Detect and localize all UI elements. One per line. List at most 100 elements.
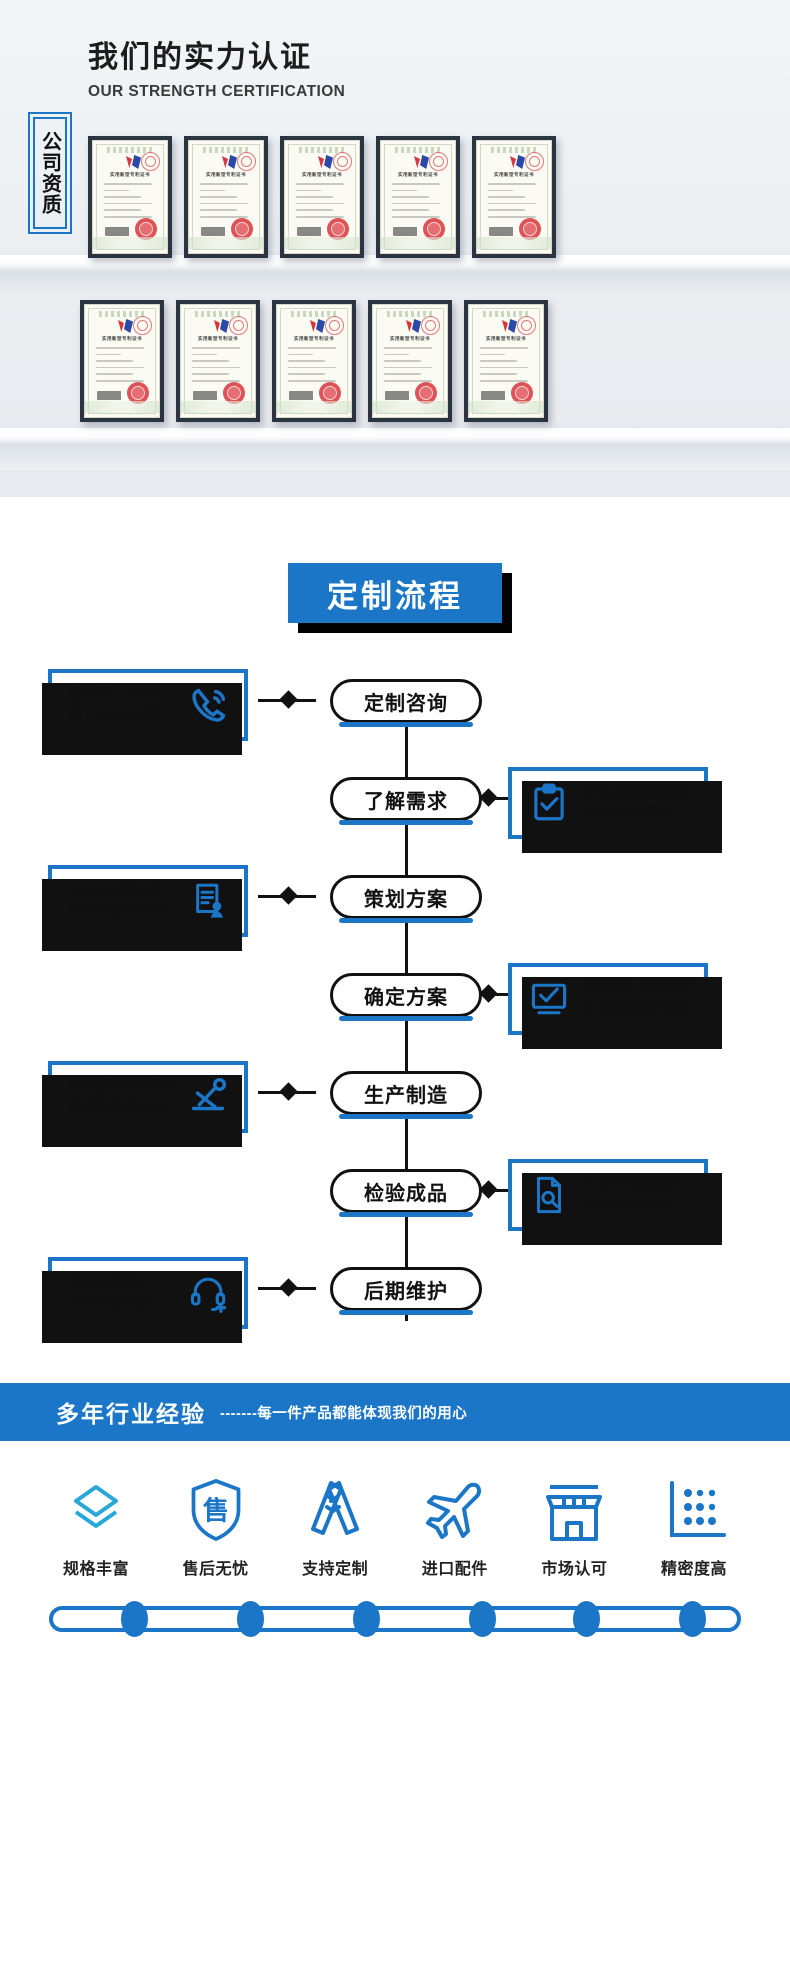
flow-node-6[interactable]: 检验成品 [330, 1169, 482, 1217]
shield-service-icon: 售 [186, 1471, 246, 1543]
flow-card-2: 告诉我们您需要的测试需求\范围 [508, 767, 722, 853]
certificate-title: 实用新型专利证书 [110, 172, 150, 177]
certification-section: 我们的实力认证 OUR STRENGTH CERTIFICATION 公司资质 … [0, 0, 790, 497]
flow-node-7[interactable]: 后期维护 [330, 1267, 482, 1315]
page-subtitle: OUR STRENGTH CERTIFICATION [88, 83, 346, 100]
feature-label-3: 支持定制 [302, 1561, 369, 1578]
certificate-frame: 实用新型专利证书 [80, 300, 164, 422]
signature [193, 391, 233, 400]
seal-small-icon [333, 152, 352, 171]
feature-label-5: 市场认可 [541, 1561, 608, 1578]
svg-text:售: 售 [202, 1495, 228, 1526]
flow-card-1-text: 您只需一个电话剩下的交给我们 [68, 687, 165, 722]
phone-icon [182, 678, 236, 732]
certificate-frame: 实用新型专利证书 [368, 300, 452, 422]
seal-large-icon [231, 218, 253, 240]
process-flow: 定制咨询 您只需一个电话剩下的交给我们 了解需求 [0, 663, 790, 1383]
patent-logo-icon [508, 155, 528, 169]
certificate-title: 实用新型专利证书 [206, 172, 246, 177]
certificate-frame: 实用新型专利证书 [176, 300, 260, 422]
monitor-check-icon [522, 972, 576, 1026]
feature-label-1: 规格丰富 [62, 1561, 129, 1578]
certificate-frame: 实用新型专利证书 [464, 300, 548, 422]
seal-large-icon [319, 382, 341, 404]
patent-logo-icon [220, 155, 240, 169]
patent-logo-icon [404, 319, 424, 333]
flow-node-4[interactable]: 确定方案 [330, 973, 482, 1021]
signature [481, 391, 521, 400]
connector-diamond-7 [279, 1278, 298, 1297]
seal-large-icon [415, 382, 437, 404]
experience-banner: 多年行业经验 -------每一件产品都能体现我们的用心 [0, 1383, 790, 1441]
storefront-icon [542, 1471, 606, 1543]
patent-logo-icon [308, 319, 328, 333]
progress-dot-3 [353, 1601, 380, 1637]
feature-item-5: 市场认可 [522, 1471, 626, 1579]
flow-node-1[interactable]: 定制咨询 [330, 679, 482, 727]
certification-heading: 我们的实力认证 OUR STRENGTH CERTIFICATION [88, 40, 345, 102]
flow-card-5: 在合理生产时间内保质保量完成生产 [42, 1061, 248, 1147]
patent-logo-icon [212, 319, 232, 333]
certificate-frame: 实用新型专利证书 [280, 136, 364, 258]
headset-add-icon [182, 1266, 236, 1320]
seal-small-icon [237, 152, 256, 171]
certificate-title: 实用新型专利证书 [198, 336, 238, 341]
experience-headline: 多年行业经验 [56, 1401, 206, 1427]
patent-logo-icon [412, 155, 432, 169]
certificate-frame: 实用新型专利证书 [184, 136, 268, 258]
vertical-label-text: 公司资质 [38, 131, 61, 215]
patent-logo-icon [116, 319, 136, 333]
page-title: 我们的实力认证 [88, 41, 312, 74]
pencil-ruler-icon [303, 1471, 367, 1543]
precision-dots-icon [662, 1471, 726, 1543]
flow-card-1: 您只需一个电话剩下的交给我们 [42, 669, 248, 755]
signature [105, 227, 145, 236]
progress-track [49, 1601, 741, 1637]
certificate-title: 实用新型专利证书 [486, 336, 526, 341]
experience-section: 多年行业经验 -------每一件产品都能体现我们的用心 规格丰富 售 [0, 1383, 790, 1637]
feature-label-2: 售后无忧 [182, 1561, 249, 1578]
seal-small-icon [133, 316, 152, 335]
seal-large-icon [223, 382, 245, 404]
signature [489, 227, 529, 236]
flow-card-6-text: 十余年行业品质工程师专业检测 [582, 1177, 679, 1212]
seal-large-icon [511, 382, 533, 404]
flow-card-7-text: 专业售后团队为您保驾护航 [68, 1275, 151, 1310]
patent-logo-icon [500, 319, 520, 333]
signature [385, 391, 425, 400]
progress-dot-1 [121, 1601, 148, 1637]
seal-small-icon [141, 152, 160, 171]
signature [201, 227, 241, 236]
seal-small-icon [525, 152, 544, 171]
flow-card-4-text: 查看设计方案是否符合您的需求标准 [582, 981, 693, 1016]
machine-icon [182, 1070, 236, 1124]
signature [289, 391, 329, 400]
section-title: 定制流程 [288, 563, 502, 623]
feature-label-6: 精密度高 [660, 1561, 727, 1578]
flow-node-5[interactable]: 生产制造 [330, 1071, 482, 1119]
seal-small-icon [421, 316, 440, 335]
flow-node-3[interactable]: 策划方案 [330, 875, 482, 923]
feature-label-4: 进口配件 [421, 1561, 488, 1578]
certificate-title: 实用新型专利证书 [494, 172, 534, 177]
connector-diamond-6 [479, 1180, 498, 1199]
feature-item-1: 规格丰富 [44, 1471, 148, 1579]
seal-large-icon [135, 218, 157, 240]
clipboard-check-icon [522, 776, 576, 830]
airplane-icon [422, 1471, 488, 1543]
certificate-title: 实用新型专利证书 [390, 336, 430, 341]
flow-card-4: 查看设计方案是否符合您的需求标准 [508, 963, 722, 1049]
shelf-top [0, 255, 790, 271]
connector-diamond-3 [279, 886, 298, 905]
feature-item-6: 精密度高 [642, 1471, 746, 1579]
signature [297, 227, 337, 236]
seal-large-icon [327, 218, 349, 240]
connector-diamond-2 [479, 788, 498, 807]
feature-item-4: 进口配件 [403, 1471, 507, 1579]
file-search-icon [522, 1168, 576, 1222]
feature-item-3: 支持定制 [283, 1471, 387, 1579]
progress-dot-2 [237, 1601, 264, 1637]
flow-node-2[interactable]: 了解需求 [330, 777, 482, 825]
seal-small-icon [229, 316, 248, 335]
